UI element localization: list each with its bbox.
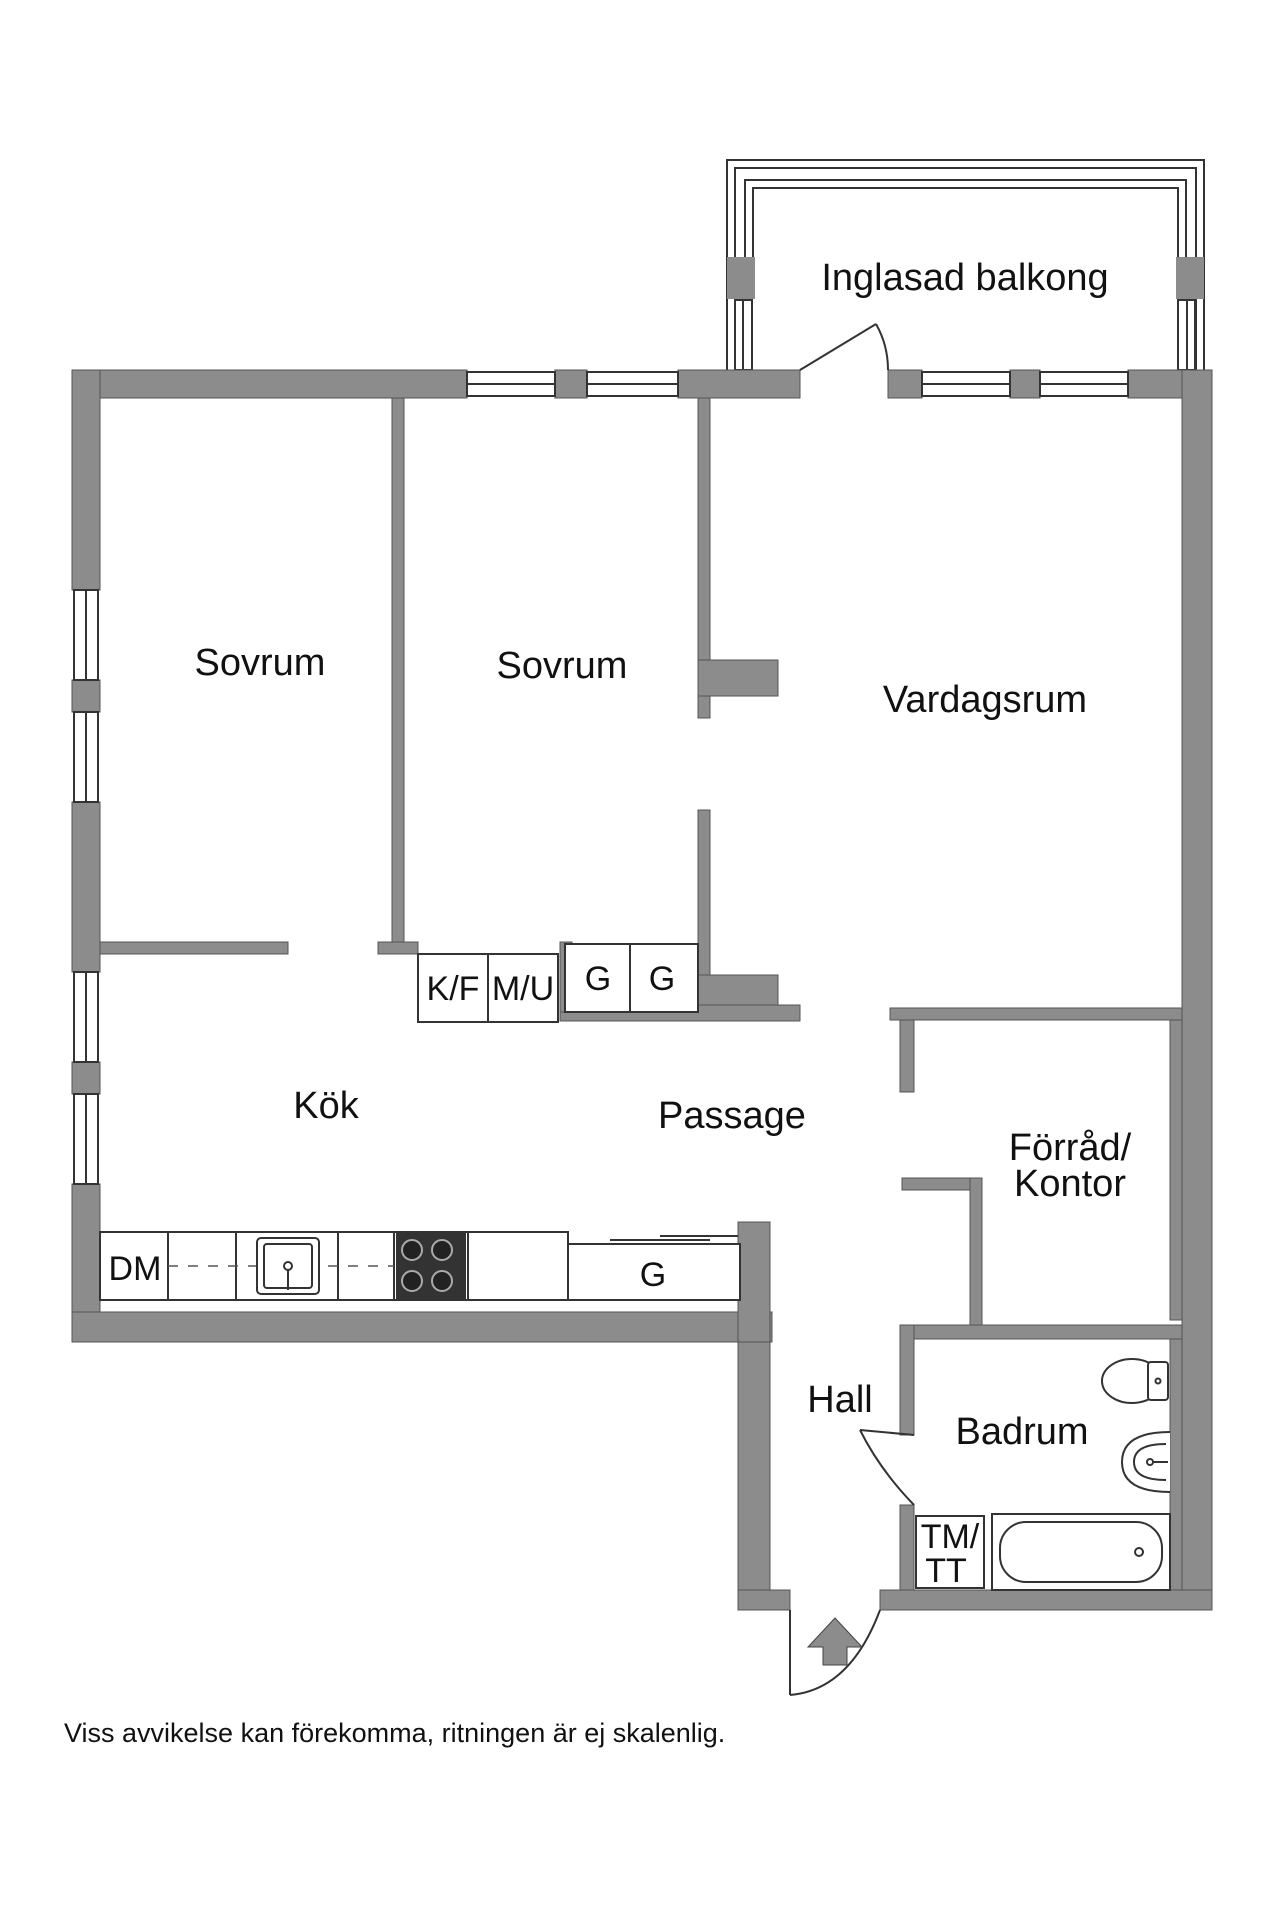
- storage-label-line2: Kontor: [1014, 1163, 1126, 1205]
- microwave-label: M/U: [492, 970, 554, 1008]
- passage-label: Passage: [658, 1095, 806, 1137]
- balcony-label: Inglasad balkong: [821, 257, 1108, 299]
- kitchen-counter: [99, 1231, 569, 1301]
- stove-icon: [396, 1233, 466, 1299]
- storage-label-line1: Förråd/: [1009, 1127, 1132, 1169]
- washer-dryer-box: [915, 1515, 985, 1589]
- entrance-arrow-icon: [806, 1617, 864, 1666]
- washer-dryer-label-line2: TT: [925, 1552, 967, 1590]
- fridge-freezer-label: K/F: [427, 970, 480, 1008]
- sink-icon: [256, 1237, 320, 1295]
- bathroom-label: Badrum: [955, 1411, 1088, 1453]
- bathtub-icon: [991, 1513, 1171, 1591]
- bedroom-2-label: Sovrum: [497, 645, 628, 687]
- doors: [789, 323, 915, 1696]
- toilet-icon: [1101, 1358, 1169, 1404]
- bedroom-1-label: Sovrum: [195, 642, 326, 684]
- cabinets: [417, 943, 699, 1023]
- kitchen-label: Kök: [293, 1085, 359, 1127]
- hall-wardrobe: [567, 1235, 741, 1301]
- wardrobe-3-label: G: [640, 1256, 666, 1294]
- dishwasher-label: DM: [109, 1250, 162, 1288]
- balcony-piers: [727, 257, 1204, 299]
- hall-label: Hall: [807, 1379, 872, 1421]
- windows: [73, 371, 1129, 1185]
- washbasin-icon: [1120, 1431, 1171, 1493]
- wardrobe-1-label: G: [585, 960, 611, 998]
- washer-dryer-label-line1: TM/: [921, 1518, 980, 1556]
- wardrobe-2-label: G: [649, 960, 675, 998]
- disclaimer-text: Viss avvikelse kan förekomma, ritningen …: [64, 1718, 726, 1748]
- living-room-label: Vardagsrum: [883, 679, 1087, 721]
- walls: [71, 369, 1213, 1611]
